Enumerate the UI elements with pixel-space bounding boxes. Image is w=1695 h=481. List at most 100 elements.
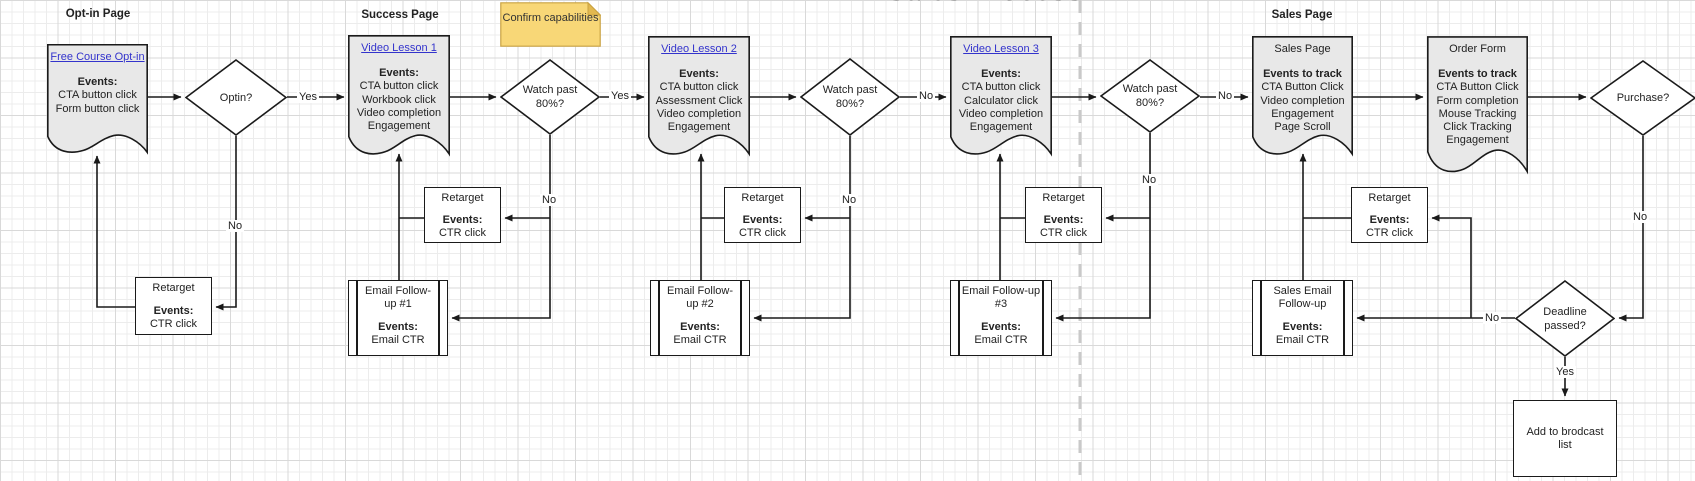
add-to-broadcast-list-box[interactable]: Add to brodcast list xyxy=(1513,400,1617,477)
process-title: Add to brodcast list xyxy=(1526,425,1604,451)
edge-label-no: No xyxy=(1216,90,1235,102)
document-line: Engagement xyxy=(969,121,1033,134)
document-line: Engagement xyxy=(667,121,731,134)
document-line: CTA button click xyxy=(58,89,137,102)
edge-label-no: No xyxy=(1631,211,1650,223)
double-border-line xyxy=(438,281,440,355)
edge-label-no: No xyxy=(917,90,936,102)
email-event: Email CTR xyxy=(1275,334,1330,346)
email-events-label: Events: xyxy=(981,321,1021,333)
email-followup-1-box[interactable]: Email Follow-up #1 Events: Email CTR xyxy=(348,280,448,356)
edge-label-no: No xyxy=(226,220,245,232)
document-line: Events: xyxy=(981,68,1021,81)
document-line: CTA button click xyxy=(659,81,739,94)
double-border-line xyxy=(1260,281,1262,355)
email-events-label: Events: xyxy=(1282,321,1323,333)
email-followup-3-box[interactable]: Email Follow-up #3 Events: Email CTR xyxy=(950,280,1052,356)
email-events-label: Events: xyxy=(378,321,418,333)
document-title-link[interactable]: Video Lesson 1 xyxy=(361,42,437,54)
document-line: Events: xyxy=(379,67,419,80)
edge-label-no: No xyxy=(540,194,559,206)
retarget-box-sales[interactable]: Retarget Events: CTR click xyxy=(1351,187,1428,243)
flow-connectors xyxy=(93,93,1644,397)
document-order-form[interactable]: Order Form Events to track CTA Button Cl… xyxy=(1427,36,1528,175)
document-title-link[interactable]: Free Course Opt-in xyxy=(50,51,145,63)
decision-deadline-passed[interactable]: Deadline passed? xyxy=(1515,280,1615,357)
document-shape xyxy=(950,36,1052,157)
document-line: Mouse Tracking xyxy=(1438,107,1517,120)
email-followup-2-box[interactable]: Email Follow-up #2 Events: Email CTR xyxy=(650,280,750,356)
document-line: Click Tracking xyxy=(1443,121,1512,134)
sticky-note-confirm-capabilities[interactable]: Confirm capabilities xyxy=(500,2,601,47)
decision-watch-past-80-1[interactable]: Watch past 80%? xyxy=(500,59,600,135)
edge-label-yes: Yes xyxy=(297,91,319,103)
decision-watch-past-80-3[interactable]: Watch past 80%? xyxy=(1100,59,1200,133)
email-event: Email CTR xyxy=(673,334,727,346)
document-shape xyxy=(47,44,148,155)
document-line: Form completion xyxy=(1436,94,1519,107)
double-border-line xyxy=(356,281,358,355)
document-title-link[interactable]: Video Lesson 3 xyxy=(963,43,1039,55)
document-line: Video completion xyxy=(958,107,1044,120)
document-title: Sales Page xyxy=(1274,43,1331,55)
retarget-title: Retarget xyxy=(441,192,484,204)
document-line: Engagement xyxy=(367,120,431,133)
heading-sales-page: Sales Page xyxy=(1271,9,1333,21)
diamond-shape xyxy=(185,59,287,136)
email-event: Email CTR xyxy=(974,334,1028,346)
document-line: Page Scroll xyxy=(1274,121,1331,134)
retarget-events-label: Events: xyxy=(742,214,783,226)
document-video-lesson-2[interactable]: Video Lesson 2 Events: CTA button click … xyxy=(648,36,750,157)
document-line: Video completion xyxy=(356,106,442,119)
retarget-title: Retarget xyxy=(152,282,195,294)
sticky-note-text: Confirm capabilities xyxy=(502,12,599,24)
document-shape xyxy=(648,36,750,157)
retarget-title: Retarget xyxy=(741,192,784,204)
heading-opt-in-page: Opt-in Page xyxy=(65,8,131,20)
document-shape xyxy=(1427,36,1528,175)
sales-email-followup-box[interactable]: Sales Email Follow-up Events: Email CTR xyxy=(1252,280,1353,356)
decision-label: Purchase? xyxy=(1616,92,1670,104)
double-border-line xyxy=(1042,281,1044,355)
edge-label-no: No xyxy=(840,194,859,206)
retarget-events-label: Events: xyxy=(153,305,194,317)
document-line: Form button click xyxy=(55,102,140,115)
document-line: Calculator click xyxy=(964,94,1038,107)
double-border-line xyxy=(658,281,660,355)
document-shape xyxy=(1252,36,1353,157)
document-line: Events to track xyxy=(1263,68,1342,81)
heading-success-page: Success Page xyxy=(361,9,439,21)
retarget-event: CTR click xyxy=(438,227,487,239)
decision-label: Watch past 80%? xyxy=(1122,83,1178,109)
document-line: CTA Button Click xyxy=(1261,81,1344,94)
document-free-course-opt-in[interactable]: Free Course Opt-in Events: CTA button cl… xyxy=(47,44,148,155)
diamond-shape xyxy=(800,58,900,136)
retarget-events-label: Events: xyxy=(442,214,483,226)
retarget-box-lesson-1[interactable]: Retarget Events: CTR click xyxy=(424,187,501,243)
document-title-link[interactable]: Video Lesson 2 xyxy=(661,43,737,55)
document-line: Video completion xyxy=(1260,94,1345,107)
retarget-box-optin[interactable]: Retarget Events: CTR click xyxy=(135,277,212,335)
decision-optin[interactable]: Optin? xyxy=(185,59,287,136)
document-video-lesson-1[interactable]: Video Lesson 1 Events: CTA button click … xyxy=(348,35,450,157)
retarget-event: CTR click xyxy=(1039,227,1088,239)
document-line: Assessment Click xyxy=(655,94,743,107)
retarget-box-lesson-3[interactable]: Retarget Events: CTR click xyxy=(1025,187,1102,243)
retarget-events-label: Events: xyxy=(1369,214,1410,226)
document-title: Order Form xyxy=(1449,43,1506,55)
document-line: Engagement xyxy=(1271,107,1334,120)
retarget-events-label: Events: xyxy=(1043,214,1084,226)
document-line: Events to track xyxy=(1438,68,1517,81)
document-line: CTA button click xyxy=(961,81,1041,94)
retarget-event: CTR click xyxy=(149,318,198,330)
document-video-lesson-3[interactable]: Video Lesson 3 Events: CTA button click … xyxy=(950,36,1052,157)
decision-watch-past-80-2[interactable]: Watch past 80%? xyxy=(800,58,900,136)
edge-label-yes: Yes xyxy=(609,90,631,102)
document-line: Engagement xyxy=(1446,134,1509,147)
document-sales-page[interactable]: Sales Page Events to track CTA Button Cl… xyxy=(1252,36,1353,157)
email-events-label: Events: xyxy=(680,321,720,333)
retarget-event: CTR click xyxy=(1365,227,1414,239)
retarget-box-lesson-2[interactable]: Retarget Events: CTR click xyxy=(724,187,801,243)
decision-purchase[interactable]: Purchase? xyxy=(1590,60,1695,136)
